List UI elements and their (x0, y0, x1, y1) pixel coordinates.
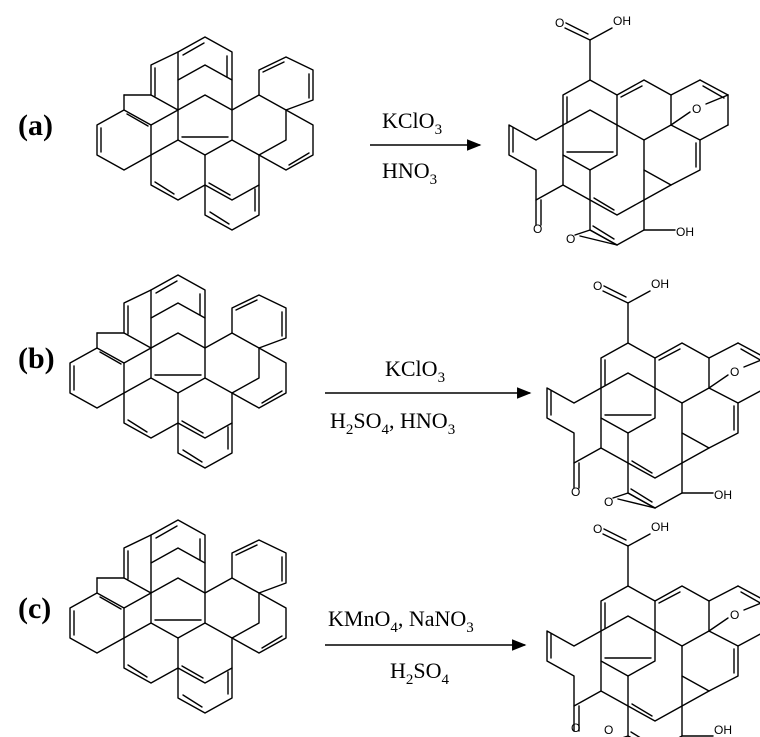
ketone-oxygen: O (571, 721, 580, 735)
panel-label: (b) (18, 342, 55, 375)
acid-carbonyl-oxygen: O (593, 279, 602, 293)
product-structure: O OH O O O OH (508, 14, 729, 246)
reactant-structure (96, 36, 314, 231)
reagent-top: KMnO4, NaNO3 (328, 606, 474, 636)
hydroxyl-group: OH (714, 488, 732, 502)
panel-c: (c) KMnO4, NaNO3 H2SO4 O OH O O O OH (18, 519, 760, 737)
ketone-oxygen: O (533, 222, 542, 236)
panel-label: (a) (18, 109, 53, 142)
product-structure: O OH O O O OH (546, 277, 760, 509)
epoxide-oxygen: O (604, 495, 613, 509)
panel-a: (a) KClO3 HNO3 O OH O O O OH (18, 14, 729, 246)
acid-carbonyl-oxygen: O (593, 522, 602, 536)
ether-oxygen: O (730, 365, 739, 379)
panel-b: (b) KClO3 H2SO4, HNO3 O OH O O O OH (18, 274, 760, 509)
acid-hydroxyl: OH (613, 14, 631, 28)
reagent-bottom: H2SO4, HNO3 (330, 408, 455, 438)
acid-hydroxyl: OH (651, 520, 669, 534)
ketone-oxygen: O (571, 485, 580, 499)
epoxide-oxygen: O (566, 232, 575, 246)
ether-oxygen: O (730, 608, 739, 622)
reagent-top: KClO3 (385, 356, 445, 386)
reagent-bottom: H2SO4 (390, 658, 450, 688)
panel-label: (c) (18, 592, 51, 625)
reagent-bottom: HNO3 (382, 158, 437, 188)
product-structure: O OH O O O OH (546, 520, 760, 737)
hydroxyl-group: OH (714, 723, 732, 737)
acid-carbonyl-oxygen: O (555, 16, 564, 30)
hydroxyl-group: OH (676, 225, 694, 239)
reagent-top: KClO3 (382, 108, 442, 138)
reactant-structure (69, 519, 287, 714)
ether-oxygen: O (692, 102, 701, 116)
epoxide-oxygen: O (604, 723, 613, 737)
acid-hydroxyl: OH (651, 277, 669, 291)
reactant-structure (69, 274, 287, 469)
